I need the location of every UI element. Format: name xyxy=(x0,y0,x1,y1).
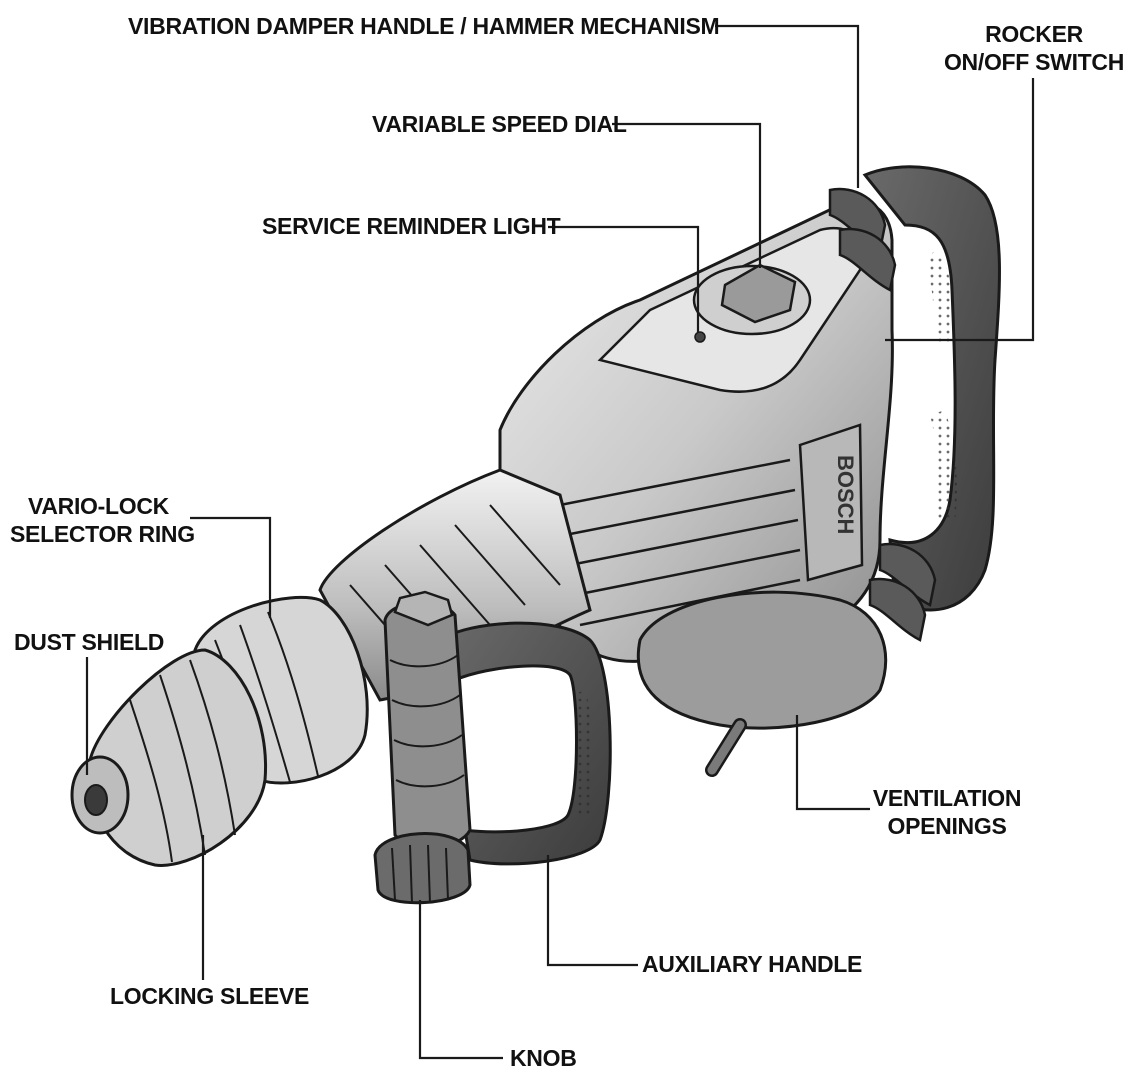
leader-knob xyxy=(418,900,503,1060)
label-variable-speed-dial: VARIABLE SPEED DIAL xyxy=(372,111,627,137)
label-locking-sleeve: LOCKING SLEEVE xyxy=(110,983,309,1009)
label-vario-lock-selector-ring: VARIO-LOCK SELECTOR RING xyxy=(10,493,195,547)
handle-nut xyxy=(393,590,454,627)
label-auxiliary-handle: AUXILIARY HANDLE xyxy=(642,951,863,977)
label-rocker-switch: ROCKER ON/OFF SWITCH xyxy=(943,21,1125,75)
label-ventilation-openings: VENTILATION OPENINGS xyxy=(872,785,1022,839)
leader-ventilation xyxy=(795,715,870,811)
leader-vario-lock xyxy=(190,516,272,618)
handle-knob-ribs xyxy=(391,844,449,904)
rear-handle-dot-grip-upper xyxy=(925,250,955,345)
leader-vibration xyxy=(715,24,860,188)
motor-cap xyxy=(636,590,888,730)
leader-aux-handle xyxy=(546,855,638,967)
vibration-damper-bellows xyxy=(828,187,937,642)
handle-knob xyxy=(373,832,472,905)
handle-clamp-bands xyxy=(389,654,465,788)
label-knob: KNOB xyxy=(510,1045,577,1071)
tool-bit-opening xyxy=(84,784,108,816)
service-light-indicator xyxy=(694,331,706,343)
label-vibration-damper: VIBRATION DAMPER HANDLE / HAMMER MECHANI… xyxy=(128,13,720,39)
locking-sleeve-grooves xyxy=(129,659,236,863)
auxiliary-handle-dot-grip xyxy=(572,690,594,815)
leader-rocker xyxy=(885,78,1035,342)
brand-text: BOSCH xyxy=(833,455,858,534)
cooling-fins xyxy=(559,458,801,627)
label-service-reminder-light: SERVICE REMINDER LIGHT xyxy=(262,213,561,239)
handle-clamp xyxy=(383,600,472,850)
locking-sleeve xyxy=(87,648,268,867)
rear-handle-dot-grip-lower xyxy=(930,410,957,520)
leader-speed-dial xyxy=(612,122,762,268)
side-panel xyxy=(798,423,864,582)
leader-lines xyxy=(85,24,1035,1060)
label-dust-shield: DUST SHIELD xyxy=(14,629,165,655)
leader-service-light xyxy=(548,225,700,332)
